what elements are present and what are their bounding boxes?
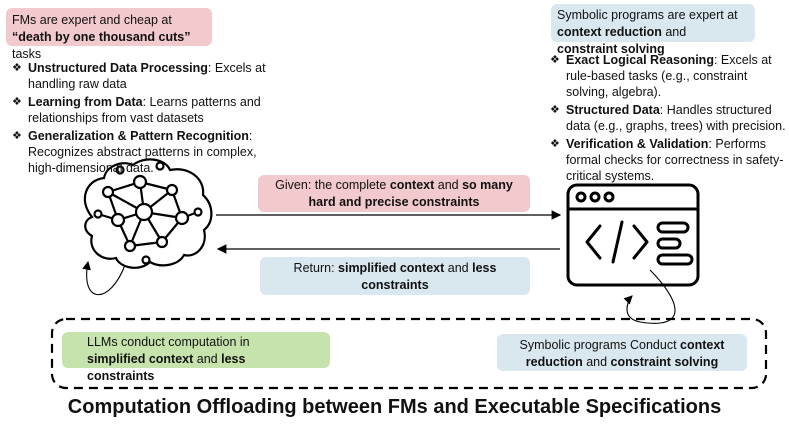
return-pre: Return:	[293, 261, 339, 275]
bullet-diamond-icon: ❖	[12, 96, 22, 108]
dashed-container	[50, 317, 768, 390]
figure-title: Computation Offloading between FMs and E…	[67, 396, 722, 418]
sym-item-title: Verification & Validation	[566, 137, 709, 151]
fm-item-desc: : Recognizes abstract patterns in comple…	[28, 129, 257, 175]
llm-mid: and	[193, 352, 222, 366]
sym-list-item: ❖ Exact Logical Reasoning: Excels at rul…	[550, 52, 786, 100]
symbolic-conduct-box: Symbolic programs Conduct context reduct…	[497, 334, 747, 371]
code-window-icon	[566, 183, 700, 287]
fm-list-item: ❖ Generalization & Pattern Recognition: …	[12, 128, 274, 176]
bullet-diamond-icon: ❖	[550, 104, 560, 116]
return-mid: and	[444, 261, 473, 275]
llm-bold2: less constraints	[87, 352, 246, 383]
conduct-bold1: context reduction	[525, 338, 725, 369]
given-mid: and	[434, 178, 463, 192]
fm-box-bold: “death by one thousand cuts”	[12, 30, 191, 44]
conduct-pre: Symbolic programs Conduct	[519, 338, 681, 352]
fm-item-desc: : Learns patterns and relationships from…	[28, 95, 261, 125]
llm-computation-box: LLMs conduct computation in simplified c…	[62, 332, 330, 383]
fm-item-title: Generalization & Pattern Recognition	[28, 129, 249, 143]
sym-item-desc: : Excels at rule-based tasks (e.g., cons…	[566, 53, 772, 99]
llm-bold1: simplified context	[87, 352, 194, 366]
brain-loop-arrow	[82, 260, 126, 296]
sym-list-item: ❖ Verification & Validation: Performs fo…	[550, 136, 786, 184]
fm-item-title: Unstructured Data Processing	[28, 61, 208, 75]
given-box: Given: the complete context and so many …	[258, 175, 530, 212]
bullet-diamond-icon: ❖	[550, 54, 560, 66]
return-box: Return: simplified context and less cons…	[260, 257, 530, 295]
sym-box-bold1: context reduction	[557, 25, 662, 39]
given-bold1: context	[389, 178, 435, 192]
sym-item-title: Structured Data	[566, 103, 660, 117]
sym-item-desc: : Handles structured data (e.g., graphs,…	[566, 103, 786, 133]
bullet-diamond-icon: ❖	[12, 130, 22, 142]
sym-box-bold2: constraint solving	[557, 42, 665, 56]
conduct-mid: and	[582, 355, 611, 369]
given-pre: Given: the complete	[275, 178, 390, 192]
sym-list-item: ❖ Structured Data: Handles structured da…	[550, 102, 786, 134]
conduct-bold2: constraint solving	[610, 355, 719, 369]
fm-expertise-box: FMs are expert and cheap at “death by on…	[6, 8, 212, 61]
return-bold2: less constraints	[361, 261, 497, 292]
fm-item-title: Learning from Data	[28, 95, 143, 109]
llm-pre: LLMs conduct computation in	[87, 335, 250, 349]
symbolic-expertise-box: Symbolic programs are expert at context …	[551, 4, 755, 56]
sym-item-desc: : Performs formal checks for correctness…	[566, 137, 784, 183]
code-loop-arrow	[623, 269, 676, 324]
fm-item-desc: : Excels at handling raw data	[28, 61, 266, 91]
sym-box-mid: and	[661, 25, 687, 39]
sym-box-pre: Symbolic programs are expert at	[557, 8, 738, 22]
brain-network-icon	[83, 158, 213, 269]
fm-capabilities-list: ❖ Unstructured Data Processing: Excels a…	[12, 60, 274, 178]
bullet-diamond-icon: ❖	[550, 138, 560, 150]
fm-box-pre: FMs are expert and cheap at	[12, 13, 172, 27]
fm-box-post: tasks	[12, 47, 42, 61]
sym-item-title: Exact Logical Reasoning	[566, 53, 714, 67]
symbolic-capabilities-list: ❖ Exact Logical Reasoning: Excels at rul…	[550, 52, 786, 186]
fm-list-item: ❖ Unstructured Data Processing: Excels a…	[12, 60, 274, 92]
return-bold1: simplified context	[338, 261, 445, 275]
bullet-diamond-icon: ❖	[12, 62, 22, 74]
given-bold2: so many hard and precise constraints	[308, 178, 513, 209]
fm-list-item: ❖ Learning from Data: Learns patterns an…	[12, 94, 274, 126]
